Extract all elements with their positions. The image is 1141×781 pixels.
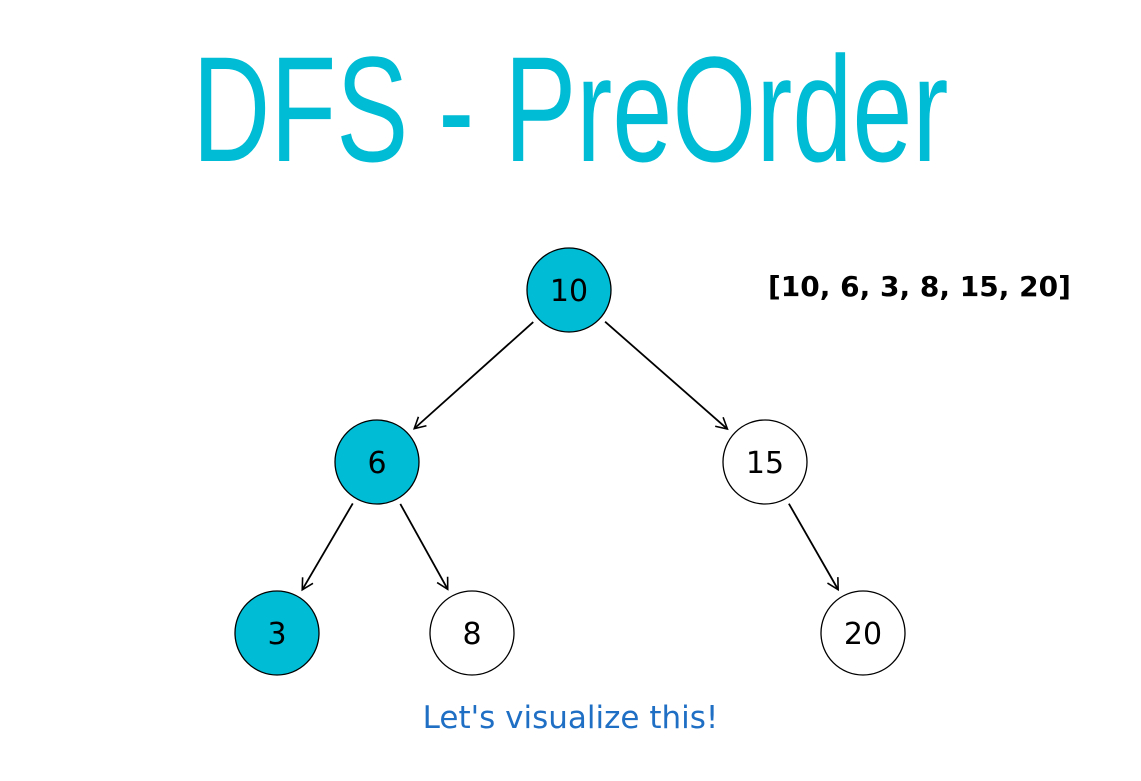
node-label: 6 <box>367 446 386 481</box>
node-circle <box>334 419 420 505</box>
tree-edges <box>301 320 839 592</box>
traversal-result: [10, 6, 3, 8, 15, 20] <box>768 270 1071 303</box>
node-label: 20 <box>844 617 882 652</box>
tree-edge-n10-n15 <box>604 320 729 431</box>
node-label: 3 <box>267 617 286 652</box>
tree-edge-n15-n20 <box>788 503 839 592</box>
tree-edge-n6-n3 <box>301 502 354 592</box>
node-circle <box>820 590 906 676</box>
tree-nodes: 10 6 15 3 8 20 <box>234 247 906 676</box>
node-label: 15 <box>746 446 784 481</box>
node-circle <box>234 590 320 676</box>
node-label: 10 <box>550 274 588 309</box>
node-circle <box>722 419 808 505</box>
tree-edge-n10-n6 <box>412 321 534 430</box>
node-circle <box>429 590 515 676</box>
node-label: 8 <box>462 617 481 652</box>
tree-node-10: 10 <box>526 247 612 333</box>
tree-node-20: 20 <box>820 590 906 676</box>
tree-node-3: 3 <box>234 590 320 676</box>
tree-edge-n6-n8 <box>399 503 449 591</box>
tree-node-6: 6 <box>334 419 420 505</box>
tree-node-15: 15 <box>722 419 808 505</box>
visualize-link[interactable]: Let's visualize this! <box>422 700 719 736</box>
page-title: DFS - PreOrder <box>192 25 949 193</box>
tree-node-8: 8 <box>429 590 515 676</box>
node-circle <box>526 247 612 333</box>
